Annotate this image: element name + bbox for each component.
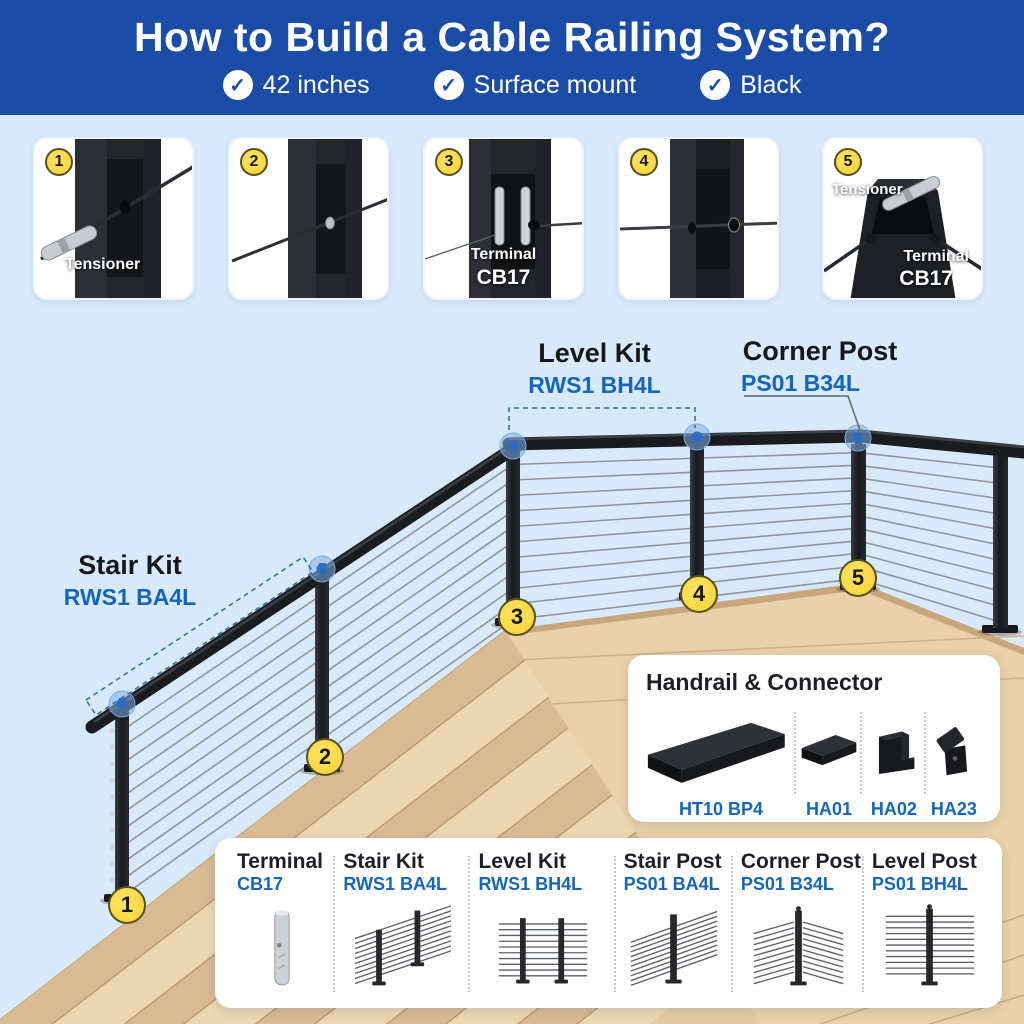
header-banner: How to Build a Cable Railing System? ✓ 4… [0,0,1024,115]
corner-post-code: PS01 B34L [741,370,860,396]
divider [613,856,616,992]
terminal-code-label: CB17 [476,266,531,289]
feature-label: Black [740,70,802,99]
post1-terminals [109,728,115,900]
post-cable-photo [231,139,387,298]
divider [923,712,926,794]
terminal-photo [425,139,582,298]
divider [333,856,336,992]
level-kit-annotation: Level Kit RWS1 BH4L [512,338,677,399]
product-corner-post: Corner Post PS01 B34L [733,850,864,998]
divider [860,712,862,794]
product-level-kit: Level Kit RWS1 BH4L [470,850,616,998]
feature-label: Surface mount [473,70,637,99]
step-number-badge: 1 [45,148,73,176]
diagram-badge-3: 3 [498,598,536,636]
post-fitting-photo [620,139,777,298]
checkmark-icon: ✓ [433,70,464,100]
stair-post-graphic [624,895,725,998]
divider [468,856,471,992]
step-number-badge: 3 [435,148,463,176]
feature-height: ✓ 42 inches [222,70,370,100]
terminal-label: Terminal [903,248,970,265]
diagram-badge-4: 4 [680,575,718,613]
stair-kit-code: RWS1 BA4L [63,584,197,610]
product-title: Terminal [237,850,323,873]
product-level-post: Level Post PS01 BH4L [864,850,996,998]
step-number-badge: 4 [630,148,658,176]
handrail-item-ha23: HA23 [926,702,982,820]
product-code: PS01 BH4L [871,874,968,894]
step-card-1: 1 Tensioner [33,137,194,300]
feature-color: ✓ Black [700,70,801,100]
divider [794,712,796,794]
post-tensioner-photo [40,139,192,298]
checkmark-icon: ✓ [222,70,253,100]
tensioner-label: Tensioner [832,181,903,198]
product-code: PS01 B34L [740,874,834,894]
connector-graphic [926,702,982,799]
page-title: How to Build a Cable Railing System? [133,14,891,60]
level-post-graphic [872,895,988,998]
corner-post-top-photo [824,175,981,298]
item-code: HA02 [870,799,917,819]
handrail-item-ha02: HA02 [862,702,926,820]
feature-mount: ✓ Surface mount [433,70,637,100]
stair-kit-annotation: Stair Kit RWS1 BA4L [40,550,220,611]
diagram-badge-5: 5 [839,559,877,597]
stair-kit-title: Stair Kit [78,550,182,580]
step-card-2: 2 [228,137,389,300]
divider [730,856,733,992]
product-code: RWS1 BA4L [343,874,448,894]
handrail-items: HT10 BP4 HA01 [646,702,982,820]
product-code: RWS1 BH4L [478,874,583,894]
annotation-guides [84,395,861,717]
product-code: PS01 BA4L [623,874,720,894]
corner-post-title: Corner Post [742,336,898,366]
products-panel: Terminal CB17 Stair Kit RWS1 BA4L [215,838,1002,1008]
tensioner-label: Tensioner [65,256,141,273]
diagram-badge-2: 2 [306,738,344,776]
handrail-item-ht10: HT10 BP4 [646,702,796,820]
stair-kit-graphic [343,895,462,998]
terminal-code-label: CB17 [899,267,953,290]
item-code: HT10 BP4 [678,799,764,819]
item-code: HA23 [930,799,977,819]
divider [861,856,864,992]
handrail-panel-title: Handrail & Connector [646,669,883,695]
step-number-badge: 2 [240,148,268,176]
connector-graphic [862,702,926,799]
product-title: Level Post [871,850,977,873]
handrail-bar-graphic [646,702,796,799]
deck-edge [505,583,1024,655]
product-title: Level Kit [478,850,567,873]
handrail-connector-panel: Handrail & Connector HT10 BP4 [628,655,1000,822]
step-card-3: 3 Terminal CB17 [423,137,584,300]
product-terminal: Terminal CB17 [229,850,336,998]
product-title: Stair Kit [343,850,424,873]
feature-list: ✓ 42 inches ✓ Surface mount ✓ Black [0,70,1024,100]
checkmark-icon: ✓ [700,70,731,100]
terminal-graphic [237,895,327,998]
post-top-markers [108,423,872,718]
level-kit-title: Level Kit [538,338,651,368]
item-code: HA01 [805,799,853,819]
level-kit-graphic [478,895,607,998]
corner-post-annotation: Corner Post PS01 B34L [735,336,905,397]
step-card-5: 5 Tensioner Terminal CB17 [822,137,983,300]
product-title: Stair Post [623,850,722,873]
level-kit-code: RWS1 BH4L [528,372,661,398]
product-title: Corner Post [740,850,862,873]
feature-label: 42 inches [262,70,370,99]
terminal-label: Terminal [470,246,537,263]
corner-post-graphic [741,895,856,998]
connector-graphic [796,702,862,799]
product-stair-kit: Stair Kit RWS1 BA4L [335,850,471,998]
diagram-badge-1: 1 [108,886,146,924]
product-code: CB17 [237,874,284,894]
product-stair-post: Stair Post PS01 BA4L [616,850,733,998]
step-card-4: 4 [618,137,779,300]
step-number-badge: 5 [834,148,862,176]
handrail-item-ha01: HA01 [796,702,862,820]
